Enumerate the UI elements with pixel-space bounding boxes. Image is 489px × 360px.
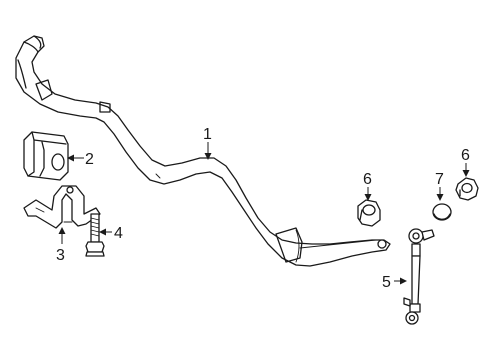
callout-1: 1 (203, 126, 212, 143)
callout-4: 4 (114, 225, 123, 242)
link-rod-icon (403, 228, 435, 325)
bolt-icon (85, 213, 105, 257)
stabilizer-bar-icon (15, 35, 391, 267)
callout-2: 2 (85, 151, 94, 168)
leader-lines (58, 142, 470, 285)
callout-6-right: 6 (461, 147, 470, 164)
callout-5: 5 (382, 274, 391, 291)
callout-7: 7 (435, 171, 444, 188)
callout-6-center: 6 (363, 171, 372, 188)
nut-icon (455, 177, 479, 201)
nut-icon (357, 199, 381, 227)
bracket-clamp-icon (23, 185, 101, 229)
cap-icon (432, 203, 452, 221)
bushing-icon (23, 131, 69, 181)
callout-3: 3 (56, 247, 65, 264)
